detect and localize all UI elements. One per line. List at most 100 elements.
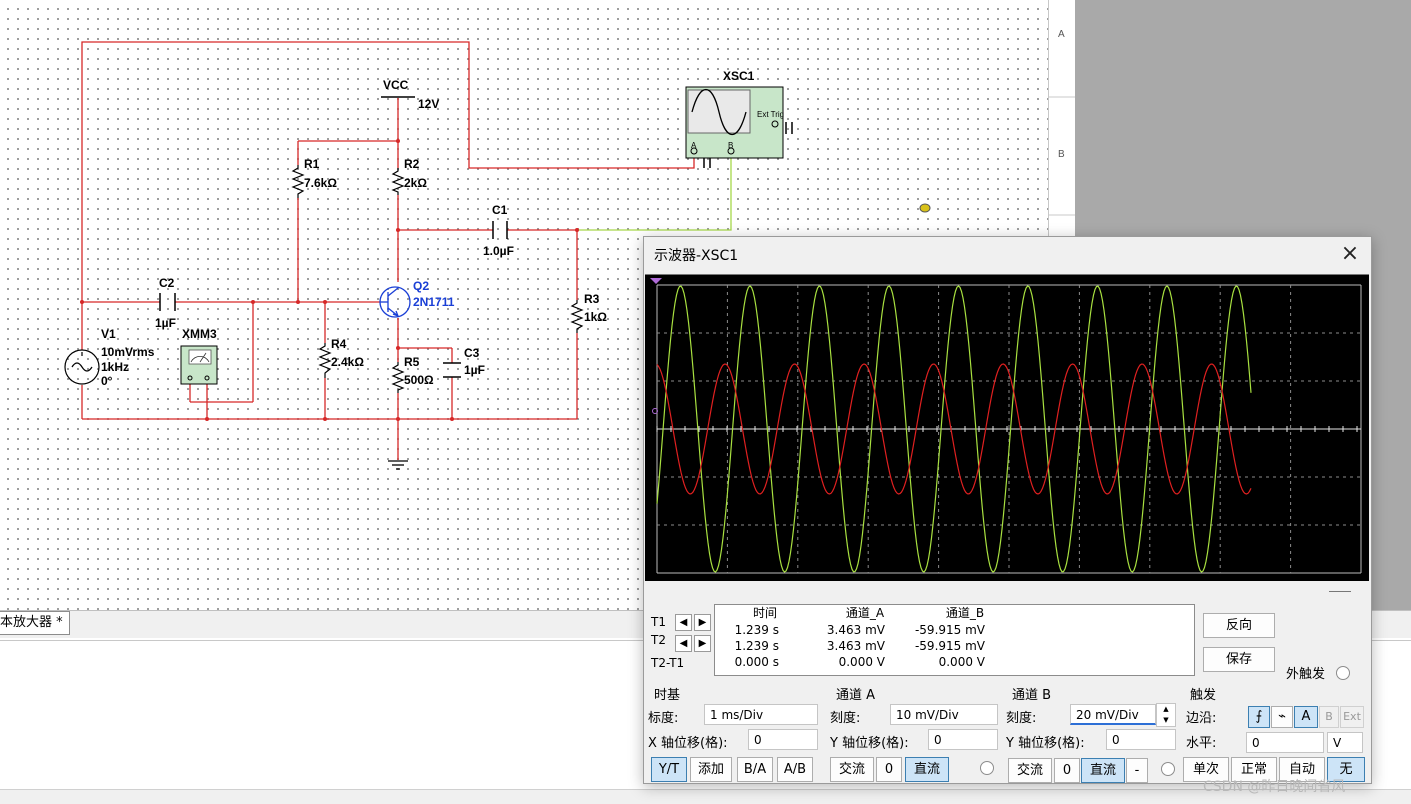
- close-button[interactable]: ×: [1337, 241, 1363, 267]
- channel-b-terminal[interactable]: [1161, 762, 1175, 776]
- xmm3-label: XMM3: [182, 327, 217, 341]
- cursor-t1-marker: [650, 278, 662, 284]
- window-title: 示波器-XSC1: [654, 248, 739, 264]
- document-tab[interactable]: 本放大器 *: [0, 611, 70, 635]
- readout-header-a: 通道_A: [845, 606, 885, 620]
- watermark: CSDN @昨日晚间省风: [1203, 779, 1346, 795]
- t2-time: 1.239 s: [734, 639, 779, 653]
- t2-right-button[interactable]: ▶: [694, 635, 711, 652]
- c1-label: C1: [492, 203, 508, 217]
- x-position-label: X 轴位移(格):: [648, 736, 728, 751]
- channel-a-scale-field[interactable]: 10 mV/Div: [890, 704, 998, 725]
- q2-label: Q2: [413, 279, 430, 293]
- save-button[interactable]: 保存: [1203, 647, 1275, 672]
- rising-edge-button[interactable]: ⨍: [1248, 706, 1270, 728]
- r4-label: R4: [331, 337, 347, 351]
- c2-value: 1µF: [155, 316, 176, 330]
- t1-right-button[interactable]: ▶: [694, 614, 711, 631]
- reverse-button[interactable]: 反向: [1203, 613, 1275, 638]
- arrow-left-icon: ◀: [679, 617, 688, 628]
- rising-edge-icon: ⨍: [1255, 709, 1263, 724]
- xsc1-pin-b-label: B: [728, 141, 734, 150]
- delta-channel-a: 0.000 V: [838, 655, 885, 669]
- trigger-none-button[interactable]: 无: [1327, 757, 1365, 782]
- t2-left-button[interactable]: ◀: [675, 635, 692, 652]
- v1-label: V1: [101, 327, 116, 341]
- ext-trigger-label: 外触发: [1286, 667, 1326, 682]
- vcc-value: 12V: [418, 97, 440, 111]
- delta-time: 0.000 s: [734, 655, 779, 669]
- ext-trigger-terminal[interactable]: [1336, 666, 1350, 680]
- channel-a-ypos-label: Y 轴位移(格):: [830, 736, 909, 751]
- t1-row-label: T1: [651, 615, 666, 629]
- arrow-right-icon: ▶: [698, 617, 707, 628]
- spin-up-icon[interactable]: ▲: [1163, 705, 1169, 713]
- mode-yt-button[interactable]: Y/T: [651, 757, 687, 782]
- t1-channel-a: 3.463 mV: [826, 623, 885, 637]
- ruler-letter-b: B: [1058, 149, 1065, 160]
- timebase-scale-field[interactable]: 1 ms/Div: [704, 704, 818, 725]
- channel-a-title: 通道 A: [836, 688, 876, 703]
- trigger-single-button[interactable]: 单次: [1183, 757, 1229, 782]
- trigger-normal-button[interactable]: 正常: [1231, 757, 1277, 782]
- falling-edge-button[interactable]: ⌁: [1271, 706, 1293, 728]
- channel-b-ac-button[interactable]: 交流: [1008, 758, 1052, 783]
- x-position-field[interactable]: 0: [748, 729, 818, 750]
- channel-b-minus-button[interactable]: -: [1126, 758, 1148, 783]
- channel-b-ypos-label: Y 轴位移(格):: [1006, 736, 1085, 751]
- c2-label: C2: [159, 276, 175, 290]
- mode-ba-button[interactable]: B/A: [737, 757, 773, 782]
- channel-b-scale-label: 刻度:: [1006, 711, 1037, 726]
- xsc1-ext-trig-label: Ext Trig: [757, 110, 785, 119]
- spin-down-icon[interactable]: ▼: [1163, 716, 1169, 724]
- mode-add-button[interactable]: 添加: [690, 757, 732, 782]
- trigger-level-unit[interactable]: V: [1327, 732, 1363, 753]
- scope-grid: [656, 284, 1362, 574]
- delta-channel-b: 0.000 V: [938, 655, 985, 669]
- readout-header-b: 通道_B: [945, 606, 985, 620]
- channel-a-scale-label: 刻度:: [830, 711, 861, 726]
- r5-label: R5: [404, 355, 420, 369]
- channel-b-dc-button[interactable]: 直流: [1081, 758, 1125, 783]
- channel-b-scale-spinner[interactable]: ▲ ▼: [1156, 703, 1176, 727]
- readout-header-time: 时间: [752, 606, 777, 620]
- trigger-level-label: 水平:: [1186, 736, 1217, 751]
- channel-b-trace: [656, 285, 1252, 573]
- channel-b-scale-field[interactable]: 20 mV/Div: [1070, 704, 1156, 725]
- r2-label: R2: [404, 157, 420, 171]
- arrow-right-icon: ▶: [698, 638, 707, 649]
- channel-a-terminal[interactable]: [980, 761, 994, 775]
- r4-value: 2.4kΩ: [331, 355, 364, 369]
- trigger-level-field[interactable]: 0: [1246, 732, 1324, 753]
- channel-b-ypos-field[interactable]: 0: [1106, 729, 1176, 750]
- channel-a-zero-button[interactable]: 0: [876, 757, 902, 782]
- channel-a-trace: [656, 363, 1252, 495]
- falling-edge-icon: ⌁: [1278, 709, 1286, 724]
- channel-b-title: 通道 B: [1012, 688, 1052, 703]
- timebase-title: 时基: [654, 688, 681, 703]
- t2-channel-b: -59.915 mV: [914, 639, 985, 653]
- trigger-auto-button[interactable]: 自动: [1279, 757, 1325, 782]
- channel-a-ypos-field[interactable]: 0: [928, 729, 998, 750]
- scope-screen[interactable]: [645, 274, 1369, 581]
- q2-model: 2N1711: [413, 295, 455, 309]
- cursor-readout-table: 时间 通道_A 通道_B 1.239 s 3.463 mV -59.915 mV…: [714, 604, 1195, 676]
- resize-grip[interactable]: [1329, 591, 1351, 592]
- t2-row-label: T2: [651, 633, 666, 647]
- t1-channel-b: -59.915 mV: [914, 623, 985, 637]
- t1-left-button[interactable]: ◀: [675, 614, 692, 631]
- oscilloscope-window[interactable]: 示波器-XSC1 × T1 T2 T2-T1 ◀ ▶ ◀ ▶ 时间 通道_A 通…: [643, 236, 1372, 784]
- t2-channel-a: 3.463 mV: [826, 639, 885, 653]
- mode-ab-button[interactable]: A/B: [777, 757, 813, 782]
- trigger-source-a-button[interactable]: A: [1294, 706, 1318, 728]
- trigger-source-ext-button[interactable]: Ext: [1340, 706, 1364, 728]
- trigger-source-b-button[interactable]: B: [1319, 706, 1339, 728]
- channel-a-offset-marker: [652, 408, 658, 414]
- channel-b-zero-button[interactable]: 0: [1054, 758, 1080, 783]
- scope-display: [650, 278, 1362, 574]
- document-tab-label: 本放大器 *: [0, 615, 63, 630]
- channel-a-ac-button[interactable]: 交流: [830, 757, 874, 782]
- xsc1-label: XSC1: [723, 69, 755, 83]
- vcc-label: VCC: [383, 78, 409, 92]
- channel-a-dc-button[interactable]: 直流: [905, 757, 949, 782]
